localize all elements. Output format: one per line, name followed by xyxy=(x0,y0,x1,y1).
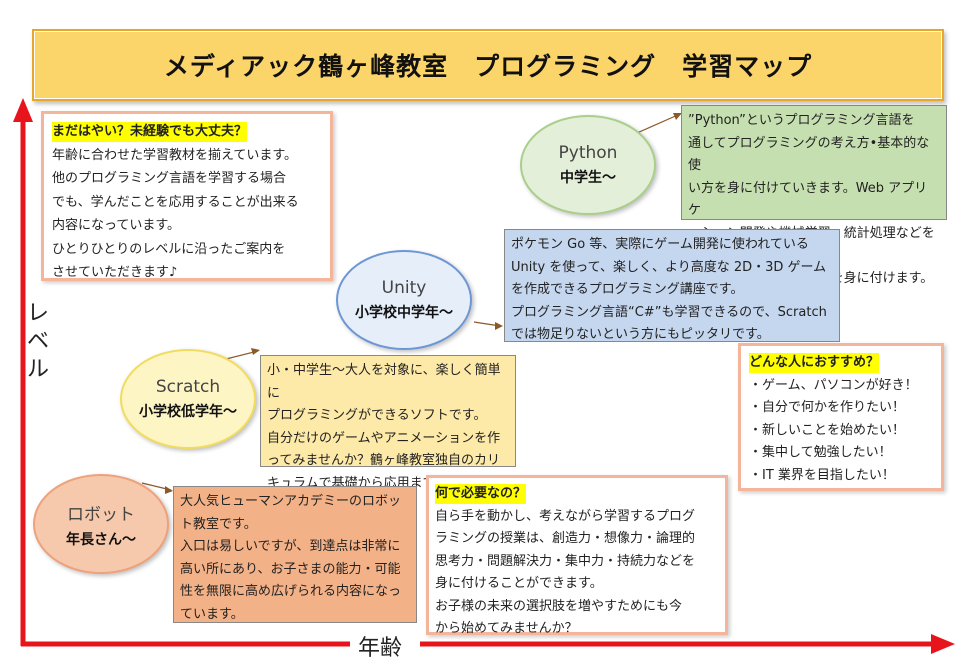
python-age: 中学生～ xyxy=(560,170,616,186)
scratch-age: 小学校低学年～ xyxy=(139,404,237,420)
unity-description: ポケモン Go 等、実際にゲーム開発に使われている Unity を使って、楽しく… xyxy=(504,229,840,342)
robot-description: 大人気ヒューマンアカデミーのロボッ ト教室です。 入口は易しいですが、到達点は非… xyxy=(173,486,417,623)
intro-line: 年齢に合わせた学習教材を揃えています。 xyxy=(52,147,298,163)
why-line: お子様の未来の選択肢を増やすためにも今 xyxy=(435,598,683,614)
scratch-arrowhead xyxy=(251,348,260,355)
page-title: メディアック鶴ヶ峰教室 プログラミング 学習マップ xyxy=(32,29,944,101)
recommend-item: ・自分で何かを作りたい！ xyxy=(749,400,906,415)
scratch-description: 小・中学生～大人を対象に、楽しく簡単に プログラミングができるソフトです。 自分… xyxy=(260,355,516,491)
python-arrowhead xyxy=(673,113,682,120)
why-line: ラミングの授業は、創造力・想像力・論理的 xyxy=(435,531,696,546)
unity-name: Unity xyxy=(381,278,427,298)
intro-line: でも、学んだことを応用することが出来る xyxy=(52,194,299,210)
unity-desc-line: Unity を使って、楽しく、より高度な 2D・3D ゲーム xyxy=(511,259,827,275)
unity-desc-line: プログラミング言語“C#”も学習できるので、Scratch xyxy=(511,304,827,320)
unity-desc-line: ポケモン Go 等、実際にゲーム開発に使われている xyxy=(511,237,809,252)
recommend-item: ・集中して勉強したい！ xyxy=(749,445,892,460)
unity-arrowhead xyxy=(495,322,503,330)
robot-desc-line: 大人気ヒューマンアカデミーのロボッ xyxy=(180,494,402,509)
python-desc-line: い方を身に付けていきます。Web アプリケ xyxy=(688,180,928,219)
why-line: 思考力・問題解決力・集中力・持続力などを xyxy=(435,553,696,569)
why-heading: 何で必要なの？ xyxy=(435,484,527,504)
python-name: Python xyxy=(558,143,618,163)
scratch-desc-line: 自分だけのゲームやアニメーションを作 xyxy=(267,430,501,446)
unity-course-ellipse: Unity 小学校中学年～ xyxy=(336,250,472,350)
python-desc-line: ”Python”というプログラミング言語を xyxy=(688,113,915,128)
why-box: 何で必要なの？ 自ら手を動かし、考えながら学習するプログ ラミングの授業は、創造… xyxy=(426,475,728,636)
y-axis-arrowhead xyxy=(13,98,33,122)
scratch-desc-line: ってみませんか？鶴ヶ峰教室独自のカリ xyxy=(267,453,500,468)
scratch-course-ellipse: Scratch 小学校低学年～ xyxy=(120,349,256,449)
scratch-desc-line: プログラミングができるソフトです。 xyxy=(267,408,487,423)
x-axis-label: 年齢 xyxy=(358,636,403,661)
robot-desc-line: ています。 xyxy=(180,606,244,622)
unity-desc-line: を作成できるプログラミング講座です。 xyxy=(511,282,744,297)
y-axis-label: レベル xyxy=(26,301,49,382)
robot-desc-line: 入口は易しいですが、到達点は非常に xyxy=(180,539,401,554)
intro-box: まだはやい？未経験でも大丈夫？ 年齢に合わせた学習教材を揃えています。 他のプロ… xyxy=(41,111,333,281)
robot-course-ellipse: ロボット 年長さん～ xyxy=(33,474,169,574)
unity-age: 小学校中学年～ xyxy=(355,305,453,321)
x-axis-arrowhead xyxy=(931,634,955,654)
recommend-item: ・IT 業界を目指したい！ xyxy=(749,467,895,483)
scratch-desc-line: 小・中学生～大人を対象に、楽しく簡単に xyxy=(267,363,501,401)
recommend-box: どんな人におすすめ？ ・ゲーム、パソコンが好き！ ・自分で何かを作りたい！ ・新… xyxy=(738,343,944,491)
python-description: ”Python”というプログラミング言語を 通してプログラミングの考え方•基本的… xyxy=(681,105,947,286)
recommend-heading: どんな人におすすめ？ xyxy=(749,353,880,373)
python-desc-line: 通してプログラミングの考え方•基本的な使 xyxy=(688,135,930,174)
intro-line: 他のプログラミング言語を学習する場合 xyxy=(52,171,287,186)
why-line: から始めてみませんか？ xyxy=(435,621,578,636)
intro-line: ひとりひとりのレベルに沿ったご案内を xyxy=(52,241,286,257)
robot-age: 年長さん～ xyxy=(66,531,136,548)
python-course-ellipse: Python 中学生～ xyxy=(520,115,656,215)
intro-line: させていただきます♪ xyxy=(52,265,178,280)
recommend-item: ・新しいことを始めたい！ xyxy=(749,422,906,438)
intro-line: 内容になっています。 xyxy=(52,218,181,233)
unity-desc-line: では物足りないという方にもピッタリです。 xyxy=(511,327,770,342)
robot-desc-line: ト教室です。 xyxy=(180,516,257,532)
scratch-name: Scratch xyxy=(155,377,221,397)
robot-arrowhead xyxy=(165,486,173,494)
intro-heading: まだはやい？未経験でも大丈夫？ xyxy=(52,122,248,142)
robot-name: ロボット xyxy=(67,504,135,525)
why-line: 身に付けることができます。 xyxy=(435,576,603,591)
why-line: 自ら手を動かし、考えながら学習するプログ xyxy=(435,508,696,524)
recommend-item: ・ゲーム、パソコンが好き！ xyxy=(749,377,918,393)
robot-desc-line: 高い所にあり、お子さまの能力・可能 xyxy=(180,561,401,577)
robot-desc-line: 性を無限に高め広げられる内容になっ xyxy=(180,584,402,599)
